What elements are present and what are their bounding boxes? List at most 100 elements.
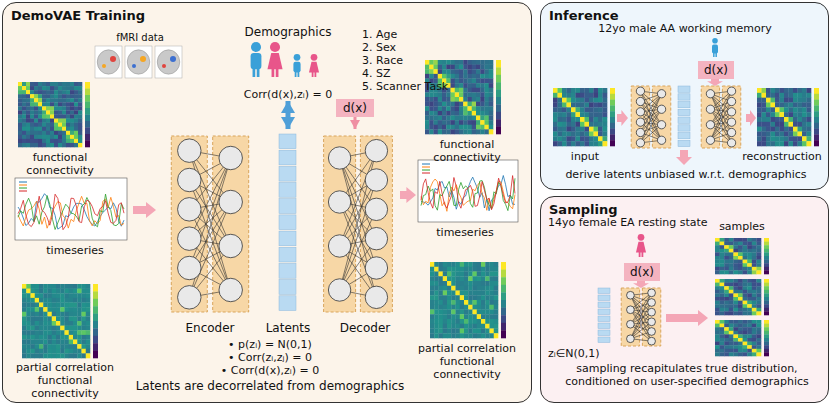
heatmap-cell (715, 311, 720, 315)
heatmap-cell (451, 92, 456, 97)
heatmap-cell (766, 103, 771, 108)
heatmap-cell (562, 141, 567, 146)
colorbar (610, 117, 615, 123)
heatmap-cell (490, 310, 495, 315)
latent-cell (279, 150, 296, 165)
heatmap-cell (48, 321, 53, 326)
heatmap-cell (775, 136, 780, 141)
heatmap-cell (485, 116, 490, 121)
heatmap-cell (31, 321, 36, 326)
heatmap-cell (576, 136, 581, 141)
heatmap-cell (69, 312, 74, 317)
timeseries-line (421, 176, 515, 210)
heatmap-cell (738, 256, 743, 260)
heatmap-cell (77, 353, 82, 358)
colorbar (85, 89, 90, 96)
heatmap-cell (558, 107, 563, 112)
heatmap-cell (443, 281, 448, 286)
heatmap-cell (720, 242, 725, 246)
heatmap-cell (757, 141, 762, 146)
heatmap-cell (485, 97, 490, 102)
heatmap-cell (571, 112, 576, 117)
network-drawing (631, 86, 671, 148)
heatmap-cell (58, 106, 62, 110)
heatmap-cell (580, 98, 585, 103)
heatmap-cell (46, 127, 50, 131)
heatmap-cell (38, 139, 42, 143)
heatmap-cell (425, 92, 430, 97)
heatmap-cell (468, 97, 473, 102)
heatmap-cell (62, 82, 66, 86)
heatmap-cell (603, 98, 608, 103)
heatmap-cell (481, 305, 486, 310)
heatmap-cell (489, 120, 494, 125)
heatmap-cell (729, 260, 734, 264)
heatmap-cell (720, 290, 725, 294)
heatmap-cell (30, 123, 34, 127)
heatmap-cell (738, 304, 743, 308)
heatmap-cell (22, 94, 26, 98)
heatmap-cell (733, 249, 738, 253)
heatmap-cell (58, 110, 62, 114)
heatmap-cell (18, 86, 22, 90)
heatmap-cell (747, 249, 752, 253)
colorbar (496, 67, 501, 75)
heatmap-cell (438, 60, 443, 65)
heatmap-cell (82, 349, 87, 354)
latent-cell (678, 125, 690, 131)
heatmap-cell (807, 103, 812, 108)
heatmap-cell (18, 143, 22, 147)
heatmap-cell (720, 263, 725, 267)
heatmap-cell (69, 353, 74, 358)
heatmap-cell (480, 102, 485, 107)
heatmap-cell (22, 312, 27, 317)
heatmap-cell (52, 307, 57, 312)
heatmap-cell (430, 324, 435, 329)
heatmap-cell (743, 297, 748, 301)
heatmap-cell (756, 342, 761, 346)
heatmap-cell (562, 132, 567, 137)
heatmap-cell (720, 342, 725, 346)
heatmap-cell (26, 131, 30, 135)
heatmap-cell (562, 127, 567, 132)
colorbar (93, 328, 98, 336)
heatmap-cell (442, 92, 447, 97)
heatmap-cell (558, 103, 563, 108)
heatmap-cell (720, 293, 725, 297)
heatmap-cell (425, 102, 430, 107)
neuron (219, 146, 242, 169)
heatmap-cell (752, 283, 757, 287)
heatmap-cell (585, 93, 590, 98)
heatmap-cell (18, 102, 22, 106)
heatmap-cell (752, 252, 757, 256)
colorbar (496, 112, 501, 120)
heatmap-cell (434, 314, 439, 319)
heatmap-cell (576, 93, 581, 98)
heatmap-cell (442, 97, 447, 102)
heatmap-cell (598, 107, 603, 112)
heatmap-cell (429, 65, 434, 70)
heatmap-cell (807, 117, 812, 122)
heatmap-cell (771, 88, 776, 93)
heatmap-cell (65, 312, 70, 317)
heatmap-cell (425, 97, 430, 102)
legend-stroke (422, 167, 430, 168)
heatmap-cell (446, 129, 451, 134)
heatmap-cell (62, 139, 66, 143)
heatmap-cell (26, 316, 31, 321)
heatmap-cell (77, 321, 82, 326)
heatmap-cell (60, 326, 65, 331)
heatmap-cell (743, 293, 748, 297)
heatmap-cell (594, 117, 599, 122)
heatmap-cell (66, 143, 70, 147)
heatmap-cell (766, 141, 771, 146)
heatmap-cell (438, 125, 443, 130)
heatmap-cell (472, 125, 477, 130)
heatmap-cell (82, 284, 87, 289)
heatmap-cell (34, 90, 38, 94)
heatmap-cell (82, 293, 87, 298)
heatmap-cell (733, 263, 738, 267)
layer-band (701, 86, 719, 148)
heatmap-cell (18, 90, 22, 94)
heatmap-cell (74, 98, 78, 102)
